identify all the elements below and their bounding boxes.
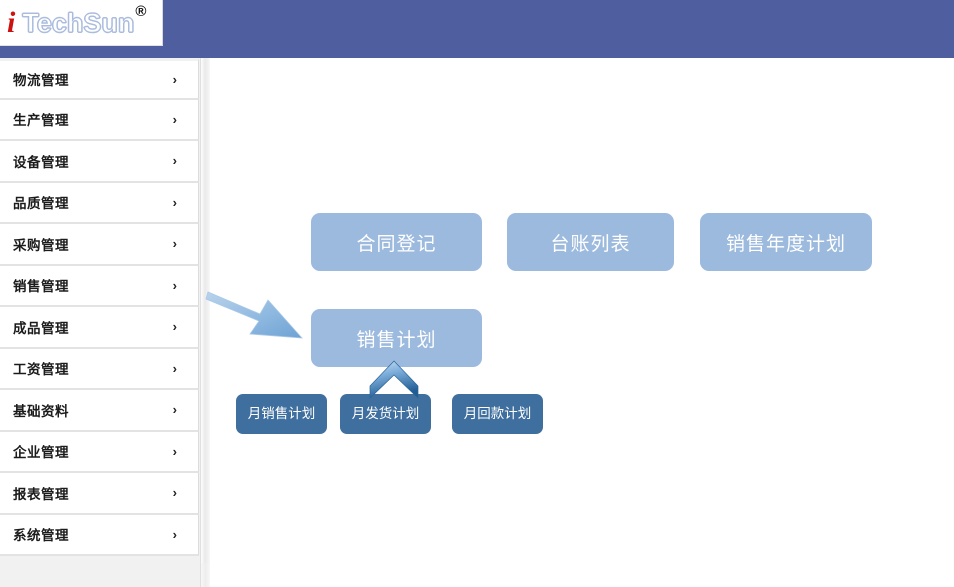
sidebar-item-label: 基础资料 [13, 403, 69, 419]
sidebar-item-label: 设备管理 [13, 154, 69, 170]
node-sales-plan[interactable]: 销售计划 [311, 309, 482, 367]
sidebar-item-label: 销售管理 [13, 279, 69, 295]
logo-inner: i TechSun ® [7, 4, 157, 42]
logo-i-letter: i [7, 6, 16, 39]
node-label: 合同登记 [356, 233, 437, 255]
sidebar-item-label: 系统管理 [13, 528, 69, 544]
chevron-right-icon: › [172, 360, 177, 376]
node-monthly-collection-plan[interactable]: 月回款计划 [452, 394, 543, 434]
chevron-right-icon: › [172, 526, 177, 542]
sidebar-item-jichuziliao[interactable]: 基础资料 › [0, 390, 199, 432]
node-label: 台账列表 [550, 233, 631, 255]
node-label: 销售年度计划 [725, 233, 846, 255]
chevron-right-icon: › [172, 402, 177, 418]
sidebar-item-baobiao[interactable]: 报表管理 › [0, 473, 199, 515]
sidebar-item-gongzi[interactable]: 工资管理 › [0, 348, 199, 390]
node-contract-registration[interactable]: 合同登记 [311, 213, 482, 271]
app-header: i TechSun ® [0, 0, 954, 58]
chevron-right-icon: › [172, 319, 177, 335]
node-label: 销售计划 [356, 329, 437, 351]
chevron-right-icon: › [172, 485, 177, 501]
sidebar-item-shebei[interactable]: 设备管理 › [0, 141, 199, 183]
node-label: 月销售计划 [247, 405, 316, 421]
sidebar-scrollbar-thumb[interactable] [201, 58, 209, 563]
sidebar: 物流管理 › 生产管理 › 设备管理 › 品质管理 › 采购管理 › 销售管理 … [0, 58, 210, 587]
registered-trademark-icon: ® [135, 3, 147, 20]
node-ledger-list[interactable]: 台账列表 [507, 213, 674, 271]
sidebar-menu-list: 物流管理 › 生产管理 › 设备管理 › 品质管理 › 采购管理 › 销售管理 … [0, 58, 199, 556]
sidebar-item-label: 报表管理 [13, 486, 69, 502]
node-monthly-sales-plan[interactable]: 月销售计划 [236, 394, 327, 434]
chevron-right-icon: › [172, 277, 177, 293]
sidebar-item-label: 生产管理 [13, 113, 69, 129]
sidebar-item-chengpin[interactable]: 成品管理 › [0, 307, 199, 349]
sidebar-item-label: 采购管理 [13, 237, 69, 253]
node-annual-sales-plan[interactable]: 销售年度计划 [700, 213, 872, 271]
sidebar-item-caigou[interactable]: 采购管理 › [0, 224, 199, 266]
chevron-right-icon: › [172, 443, 177, 459]
chevron-right-icon: › [172, 194, 177, 210]
sidebar-item-xitong[interactable]: 系统管理 › [0, 514, 199, 556]
sidebar-item-label: 工资管理 [13, 362, 69, 378]
sidebar-item-pinzhi[interactable]: 品质管理 › [0, 182, 199, 224]
sidebar-item-qiye[interactable]: 企业管理 › [0, 431, 199, 473]
sidebar-item-label: 企业管理 [13, 445, 69, 461]
chevron-right-icon: › [172, 111, 177, 127]
node-label: 月回款计划 [463, 405, 532, 421]
chevron-right-icon: › [172, 236, 177, 252]
node-monthly-shipment-plan[interactable]: 月发货计划 [340, 394, 431, 434]
pointer-arrow-icon [205, 291, 303, 339]
chevron-right-icon: › [172, 153, 177, 169]
sidebar-item-shengchan[interactable]: 生产管理 › [0, 99, 199, 141]
chevron-right-icon: › [172, 71, 177, 87]
sidebar-item-xiaoshou[interactable]: 销售管理 › [0, 265, 199, 307]
logo[interactable]: i TechSun ® [0, 0, 163, 46]
sidebar-item-label: 物流管理 [13, 73, 69, 89]
logo-wordmark: TechSun [22, 7, 135, 38]
sidebar-item-wuliu[interactable]: 物流管理 › [0, 58, 199, 100]
sidebar-item-label: 成品管理 [13, 320, 69, 336]
sidebar-item-label: 品质管理 [13, 196, 69, 212]
node-label: 月发货计划 [351, 405, 420, 421]
main-canvas: 合同登记 台账列表 销售年度计划 销售计划 月销售计划 月发货计划 月回款计划 [205, 58, 954, 587]
